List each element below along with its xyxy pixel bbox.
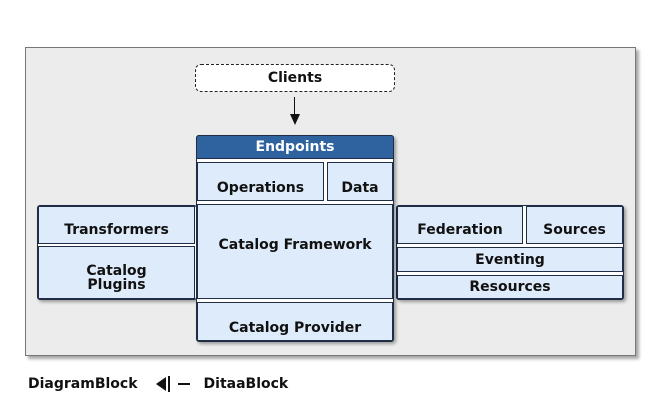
resources-label: Resources (469, 279, 551, 295)
resources-box: Resources (397, 275, 623, 299)
operations-box: Operations (197, 162, 324, 201)
endpoints-label: Endpoints (255, 139, 335, 155)
clients-box: Clients (195, 64, 395, 92)
eventing-label: Eventing (475, 251, 545, 268)
arrow-line (294, 97, 295, 115)
catalog-provider-box: Catalog Provider (197, 302, 393, 341)
sources-label: Sources (543, 222, 606, 238)
clients-label: Clients (267, 70, 323, 86)
federation-box: Federation (397, 206, 523, 244)
federation-label: Federation (417, 222, 503, 238)
left-triangle-icon (155, 377, 166, 391)
operations-label: Operations (216, 179, 305, 196)
catalog-provider-label: Catalog Provider (228, 319, 362, 336)
sources-box: Sources (526, 206, 623, 244)
catalog-plugins-label: Catalog Plugins (86, 262, 147, 293)
arrow-head (290, 114, 300, 125)
endpoints-box: Endpoints (196, 135, 394, 159)
catalog-framework-box: Catalog Framework (197, 204, 393, 299)
eventing-box: Eventing (397, 247, 623, 272)
ditaablock-label: DitaaBlock (203, 376, 289, 392)
data-label: Data (341, 179, 379, 196)
transformers-box: Transformers (38, 206, 195, 244)
diagramblock-label: DiagramBlock (28, 376, 138, 392)
dash-icon (177, 383, 190, 385)
bar-icon (167, 376, 170, 392)
caption: DiagramBlock DitaaBlock (28, 376, 288, 392)
data-box: Data (327, 162, 393, 201)
catalog-plugins-box: Catalog Plugins (38, 246, 195, 299)
catalog-framework-label: Catalog Framework (218, 237, 372, 253)
transformers-label: Transformers (64, 222, 169, 238)
